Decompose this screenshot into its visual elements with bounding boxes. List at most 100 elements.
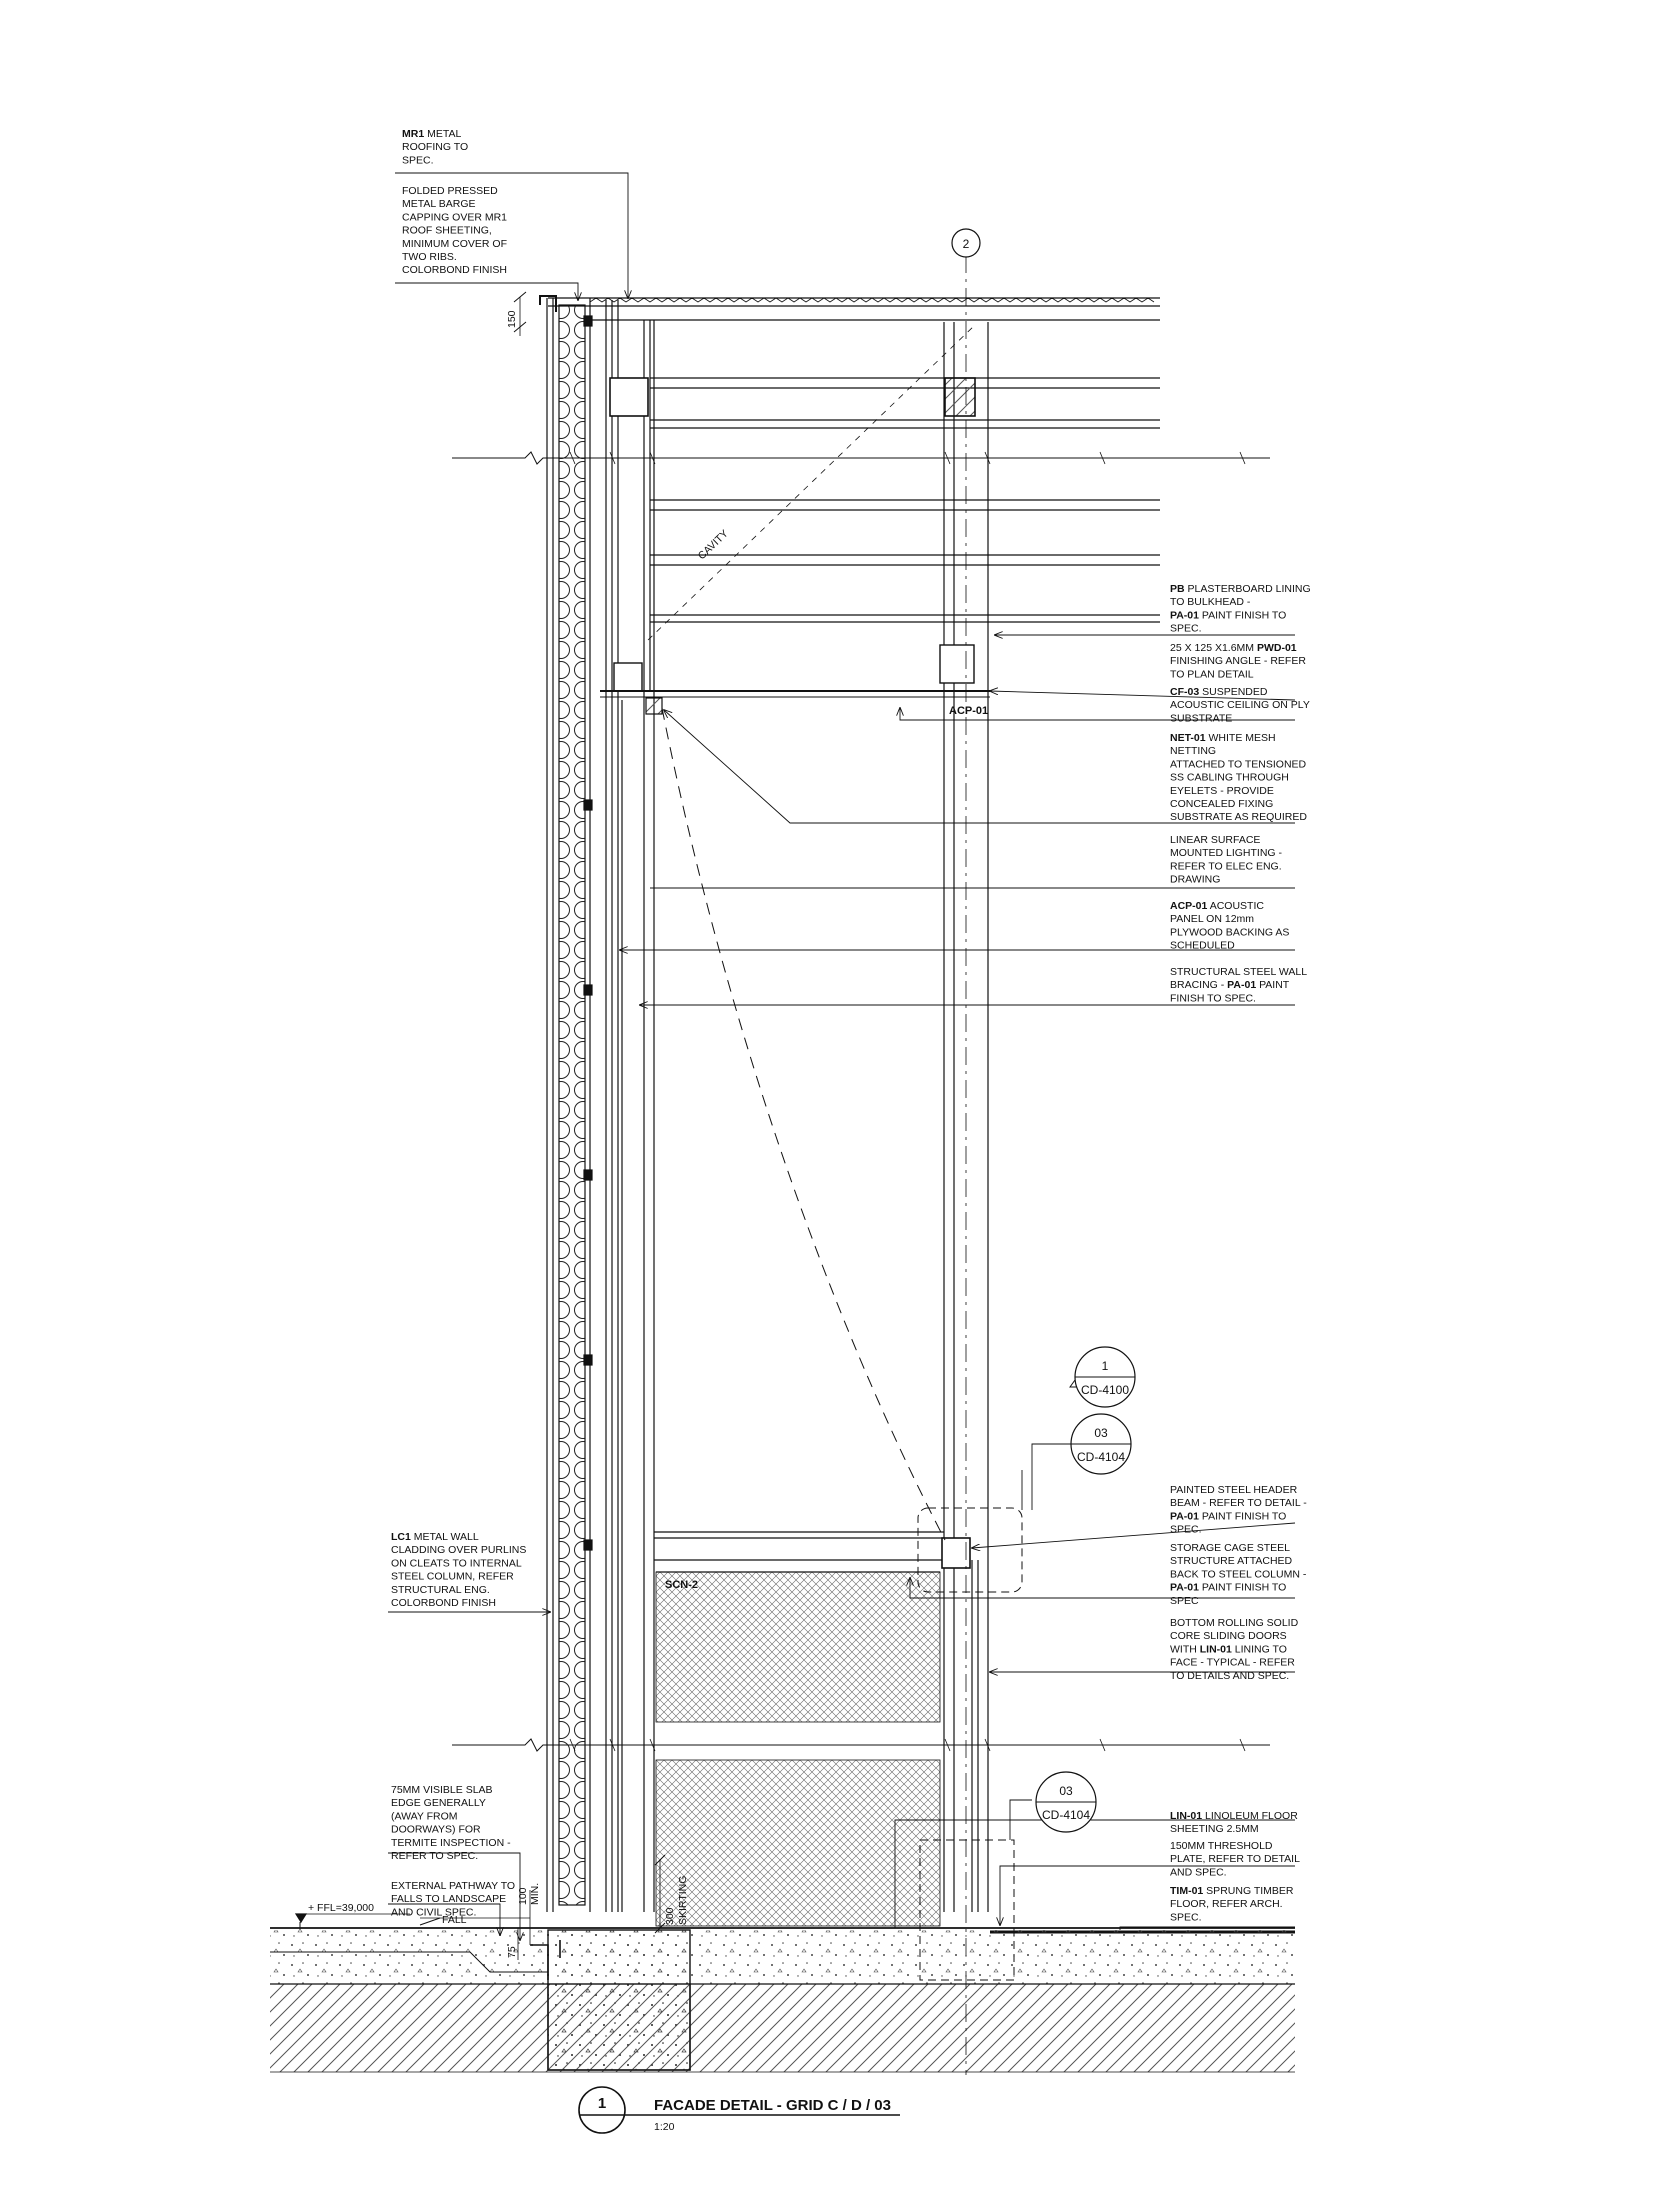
note-text: WITH [1170, 1643, 1200, 1655]
note-text: SHEETING 2.5MM [1170, 1823, 1259, 1835]
note-text: LINEAR SURFACE [1170, 834, 1260, 846]
note-text: BRACING - [1170, 979, 1227, 991]
detail-callout-box [917, 1507, 1023, 1593]
note-text: NETTING [1170, 745, 1216, 757]
note-line: PANEL ON 12mm [1170, 913, 1254, 925]
leader-lines [388, 172, 1296, 1940]
note-line: EYELETS - PROVIDE [1170, 785, 1274, 797]
structure [270, 255, 1295, 2075]
note-text: SUBSTRATE AS REQUIRED [1170, 811, 1307, 823]
note-line: PA-01 PAINT FINISH TO [1170, 609, 1286, 621]
note-line: EDGE GENERALLY [391, 1797, 486, 1809]
note-line: TO PLAN DETAIL [1170, 668, 1254, 680]
note-line: SUBSTRATE [1170, 712, 1232, 724]
note-text: TO BULKHEAD - [1170, 596, 1251, 608]
note-text: PAINT FINISH TO [1199, 609, 1286, 621]
title-number: 1 [598, 2095, 606, 2112]
note-line: ROOFING TO [402, 141, 468, 153]
note-text: FOLDED PRESSED [402, 185, 498, 197]
note-line: TWO RIBS. [402, 251, 457, 263]
header-beam [941, 1537, 971, 1569]
dim-min: MIN. [529, 1883, 541, 1905]
note-text: ACOUSTIC [1207, 900, 1264, 912]
note-text: CLADDING OVER PURLINS [391, 1544, 526, 1556]
note-line: CLADDING OVER PURLINS [391, 1544, 526, 1556]
note-tag: PWD-01 [1257, 642, 1297, 654]
note-line: BACK TO STEEL COLUMN - [1170, 1568, 1307, 1580]
grid-bubble-2: 2 [951, 228, 981, 258]
roof-beam-block [609, 377, 649, 417]
note-line: LC1 METAL WALL [391, 1531, 479, 1543]
note-line: TO BULKHEAD - [1170, 596, 1251, 608]
note-line: 25 X 125 X1.6MM PWD-01 [1170, 642, 1297, 654]
note-line: STRUCTURAL ENG. [391, 1584, 490, 1596]
note-text: REFER TO SPEC. [391, 1850, 478, 1862]
note-line: FINISH TO SPEC. [1170, 992, 1256, 1004]
note-line: SPEC. [1170, 1524, 1202, 1536]
note-line: 75MM VISIBLE SLAB [391, 1784, 493, 1796]
note-tag: PA-01 [1227, 979, 1256, 991]
note-text: METAL BARGE [402, 198, 476, 210]
title-text: FACADE DETAIL - GRID C / D / 03 [654, 2097, 891, 2114]
note-tag: LIN-01 [1200, 1643, 1232, 1655]
note-text: WHITE MESH [1206, 732, 1276, 744]
note-tag: PB [1170, 583, 1185, 595]
threshold-dash [919, 1839, 1015, 1981]
note-line: ON CLEATS TO INTERNAL [391, 1557, 522, 1569]
note-text: 75MM VISIBLE SLAB [391, 1784, 493, 1796]
note-line: REFER TO ELEC ENG. [1170, 860, 1282, 872]
note-text: TO DETAILS AND SPEC. [1170, 1670, 1289, 1682]
note-line: BEAM - REFER TO DETAIL - [1170, 1497, 1307, 1509]
bulkhead-block [939, 644, 975, 684]
note-text: COLORBOND FINISH [402, 264, 507, 276]
note-line: MR1 METAL [402, 128, 461, 140]
note-line: STEEL COLUMN, REFER [391, 1571, 514, 1583]
note-line: FALLS TO LANDSCAPE [391, 1893, 506, 1905]
note-line: STORAGE CAGE STEEL [1170, 1542, 1290, 1554]
note-text: ACOUSTIC CEILING ON PLY [1170, 699, 1310, 711]
note-tag: CF-03 [1170, 686, 1199, 698]
note-text: CORE SLIDING DOORS [1170, 1630, 1287, 1642]
title-block: 1 FACADE DETAIL - GRID C / D / 03 1:20 [578, 2086, 900, 2134]
note-line: PLYWOOD BACKING AS [1170, 926, 1289, 938]
note-line: SCHEDULED [1170, 940, 1235, 952]
note-text: BOTTOM ROLLING SOLID [1170, 1617, 1299, 1629]
section-callout: 1 CD-4100 [1069, 1346, 1136, 1408]
purlin-cleats [583, 315, 593, 1551]
note-line: BRACING - PA-01 PAINT [1170, 979, 1290, 991]
note-line: FLOOR, REFER ARCH. [1170, 1898, 1283, 1910]
note-line: SPEC. [1170, 1911, 1202, 1923]
note-line: FACE - TYPICAL - REFER [1170, 1657, 1295, 1669]
roof-beam-block [944, 377, 976, 417]
note-text: MINIMUM COVER OF [402, 238, 507, 250]
note-line: NETTING [1170, 745, 1216, 757]
note-text: METAL [424, 128, 461, 140]
note-text: SPRUNG TIMBER [1203, 1885, 1294, 1897]
note-text: FINISH TO SPEC. [1170, 992, 1256, 1004]
note-tag: TIM-01 [1170, 1885, 1203, 1897]
note-line: TERMITE INSPECTION - [391, 1837, 511, 1849]
note-text: FINISHING ANGLE - REFER [1170, 655, 1306, 667]
note-text: BACK TO STEEL COLUMN - [1170, 1568, 1307, 1580]
note-line: SPEC. [1170, 623, 1202, 635]
cavity-label: CAVITY [696, 528, 731, 562]
ref-callout-sheet: CD-4104 [1077, 1450, 1125, 1464]
note-line: DOORWAYS) FOR [391, 1824, 481, 1836]
note-text: LINING TO [1232, 1643, 1287, 1655]
note-line: (AWAY FROM [391, 1810, 458, 1822]
note-line: WITH LIN-01 LINING TO [1170, 1643, 1287, 1655]
note-text: STORAGE CAGE STEEL [1170, 1542, 1290, 1554]
note-text: COLORBOND FINISH [391, 1597, 496, 1609]
note-line: PB PLASTERBOARD LINING [1170, 583, 1311, 595]
dim-skirting: SKIRTING [677, 1876, 689, 1925]
note-line: PLATE, REFER TO DETAIL [1170, 1853, 1300, 1865]
